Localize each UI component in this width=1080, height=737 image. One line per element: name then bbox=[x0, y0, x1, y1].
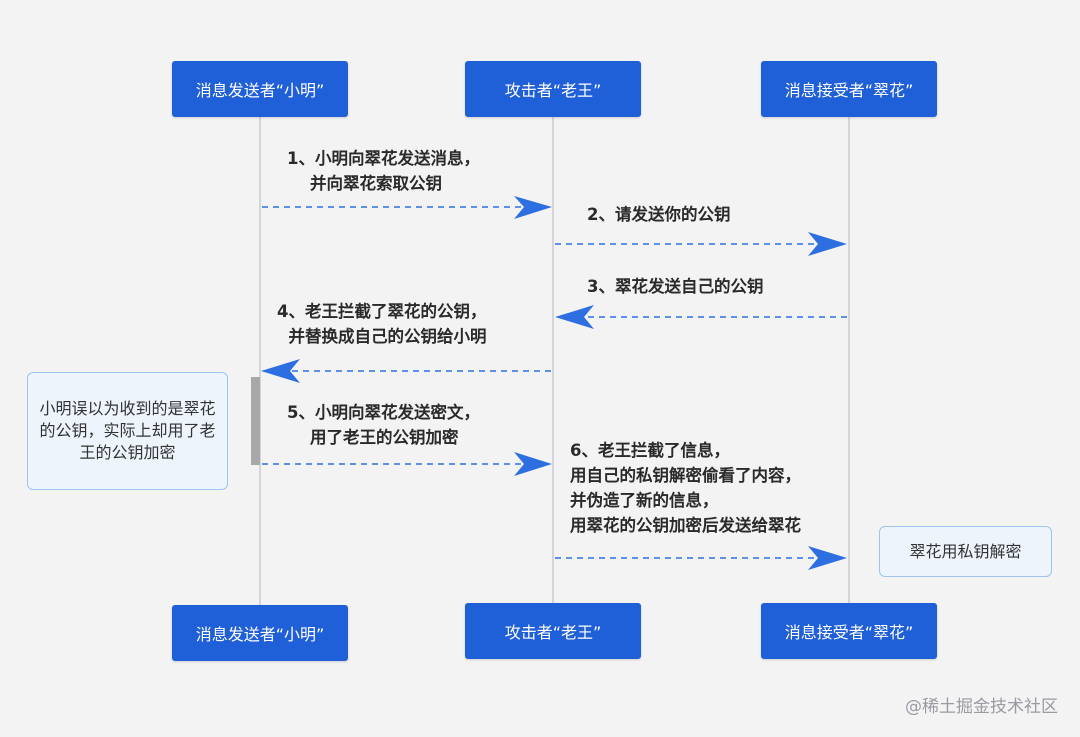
message-label-6: 6、老王拦截了信息， 用自己的私钥解密偷看了内容， 并伪造了新的信息， 用翠花的… bbox=[570, 441, 801, 535]
message-arrow-5 bbox=[262, 452, 552, 476]
message-label-4: 4、老王拦截了翠花的公钥， 并替换成自己的公钥给小明 bbox=[277, 302, 487, 346]
actor-attacker-top: 攻击者“老王” bbox=[465, 61, 641, 117]
actor-receiver-bottom: 消息接受者“翠花” bbox=[761, 603, 937, 659]
message-arrow-4 bbox=[261, 359, 551, 383]
sender-note: 小明误以为收到的是翠花的公钥，实际上却用了老王的公钥加密 bbox=[27, 372, 228, 490]
sender-activation-bar bbox=[251, 377, 260, 465]
actor-attacker-bottom: 攻击者“老王” bbox=[465, 603, 641, 659]
actor-sender-bottom: 消息发送者“小明” bbox=[172, 605, 348, 661]
actor-receiver-top: 消息接受者“翠花” bbox=[761, 61, 937, 117]
message-label-5: 5、小明向翠花发送密文， 用了老王的公钥加密 bbox=[287, 403, 480, 447]
actor-sender-top: 消息发送者“小明” bbox=[172, 61, 348, 117]
message-arrow-1 bbox=[262, 196, 552, 219]
message-label-3: 3、翠花发送自己的公钥 bbox=[587, 277, 764, 296]
message-arrow-2 bbox=[555, 232, 847, 256]
message-arrow-3 bbox=[555, 305, 847, 329]
watermark: @稀土掘金技术社区 bbox=[905, 697, 1058, 717]
message-arrow-6 bbox=[555, 546, 847, 570]
message-label-2: 2、请发送你的公钥 bbox=[587, 205, 731, 224]
receiver-note: 翠花用私钥解密 bbox=[879, 526, 1052, 577]
message-label-1: 1、小明向翠花发送消息， 并向翠花索取公钥 bbox=[287, 149, 480, 193]
